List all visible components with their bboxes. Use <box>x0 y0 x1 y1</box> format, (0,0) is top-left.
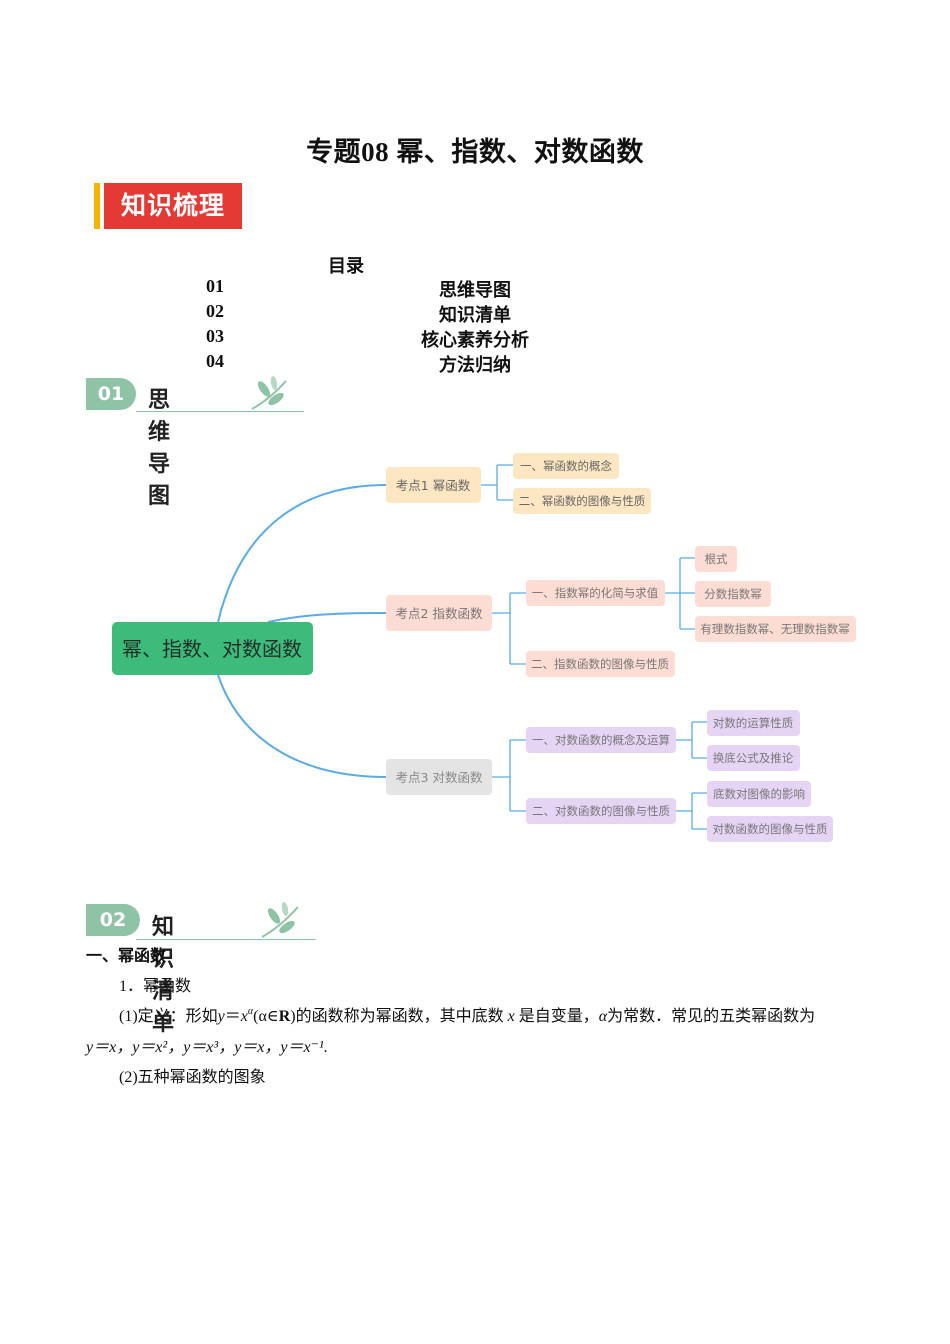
branch-line <box>217 484 387 623</box>
mindmap-subtopic-label: 二、指数函数的图像与性质 <box>531 657 669 671</box>
toc-item[interactable]: 01 思维导图 <box>0 276 950 301</box>
mindmap-subtopic-node <box>526 727 676 753</box>
mindmap-subtopic-node <box>526 580 665 606</box>
mindmap-leaf-label: 有理数指数幂、无理数指数幂 <box>700 622 850 636</box>
mindmap-topic-label: 考点2 指数函数 <box>396 606 483 621</box>
mindmap-leaf-node <box>707 745 800 771</box>
toc-item-label: 知识清单 <box>439 305 511 325</box>
mindmap-subtopic-node <box>513 488 651 514</box>
mindmap-topic-node <box>386 595 492 631</box>
mindmap-subtopic-label: 二、幂函数的图像与性质 <box>519 494 646 508</box>
mindmap-leaf-label: 对数的运算性质 <box>713 716 794 730</box>
section-underline <box>136 939 316 940</box>
five-types-formula: y＝x，y＝x²，y＝x³，y＝x，y＝x⁻¹. <box>86 1039 328 1056</box>
mindmap-leaf-label: 分数指数幂 <box>704 587 762 601</box>
mindmap-leaf-node <box>695 616 856 642</box>
toc-item-label: 核心素养分析 <box>421 330 529 350</box>
content-item-title: 1．幂函数 <box>119 978 192 995</box>
mindmap-subtopic-node <box>513 453 619 479</box>
toc-item-label: 方法归纳 <box>439 355 511 375</box>
mind-map: 幂、指数、对数函数 考点1 幂函数 一、幂函数的概念 二、幂函数的图像与性质 考… <box>112 453 856 842</box>
mindmap-leaf-node <box>707 781 811 807</box>
toc-item-number: 02 <box>206 301 224 321</box>
mindmap-leaf-label: 底数对图像的影响 <box>713 787 805 801</box>
banner-label: 知识梳理 <box>104 183 242 229</box>
mindmap-leaf-node <box>707 816 833 842</box>
mindmap-topic-label: 考点3 对数函数 <box>396 770 483 785</box>
toc-item[interactable]: 04 方法归纳 <box>0 351 950 376</box>
mindmap-root-label: 幂、指数、对数函数 <box>122 637 302 661</box>
mindmap-subtopic-label: 一、指数幂的化简与求值 <box>532 586 659 600</box>
mindmap-leaf-label: 对数函数的图像与性质 <box>713 822 828 836</box>
definition-paragraph: (1)定义：形如y＝xα(α∈R)的函数称为幂函数，其中底数 x 是自变量，α为… <box>119 1006 816 1026</box>
mindmap-subtopic-node <box>526 651 675 677</box>
toc-item-number: 01 <box>206 276 224 296</box>
mindmap-subtopic-node <box>526 798 676 824</box>
mindmap-subtopic-label: 一、对数函数的概念及运算 <box>532 733 670 747</box>
section-title: 知识清单 <box>152 915 175 1036</box>
mindmap-topic-node <box>386 467 481 503</box>
toc-item-number: 03 <box>206 326 224 346</box>
content-heading: 一、幂函数 <box>86 948 167 965</box>
content-item-subtitle: (2)五种幂函数的图象 <box>119 1069 266 1086</box>
toc-item-label: 思维导图 <box>439 280 511 300</box>
branch-line <box>267 612 387 623</box>
leaf-icon <box>251 376 287 410</box>
leaf-icon <box>261 902 299 938</box>
section-number-badge: 02 <box>86 904 140 936</box>
mindmap-leaf-label: 根式 <box>705 552 728 566</box>
section-title: 思维导图 <box>148 388 171 509</box>
toc-item-number: 04 <box>206 351 224 371</box>
mindmap-leaf-label: 换底公式及推论 <box>713 751 794 765</box>
toc-item[interactable]: 03 核心素养分析 <box>0 326 950 351</box>
toc-item[interactable]: 02 知识清单 <box>0 301 950 326</box>
toc-heading: 目录 <box>328 256 364 276</box>
section-underline <box>136 411 304 412</box>
mindmap-topic-label: 考点1 幂函数 <box>396 478 471 493</box>
document-title: 专题08 幂、指数、对数函数 <box>306 137 644 167</box>
mindmap-topic-node <box>386 759 492 795</box>
mindmap-root-node <box>112 622 313 675</box>
branch-line <box>217 674 387 778</box>
mindmap-subtopic-label: 二、对数函数的图像与性质 <box>532 804 670 818</box>
mindmap-leaf-node <box>695 581 771 607</box>
banner-accent-bar <box>94 183 100 229</box>
mindmap-leaf-node <box>695 546 737 572</box>
mindmap-leaf-node <box>707 710 800 736</box>
mindmap-subtopic-label: 一、幂函数的概念 <box>520 459 612 473</box>
section-number-badge: 01 <box>86 378 136 410</box>
